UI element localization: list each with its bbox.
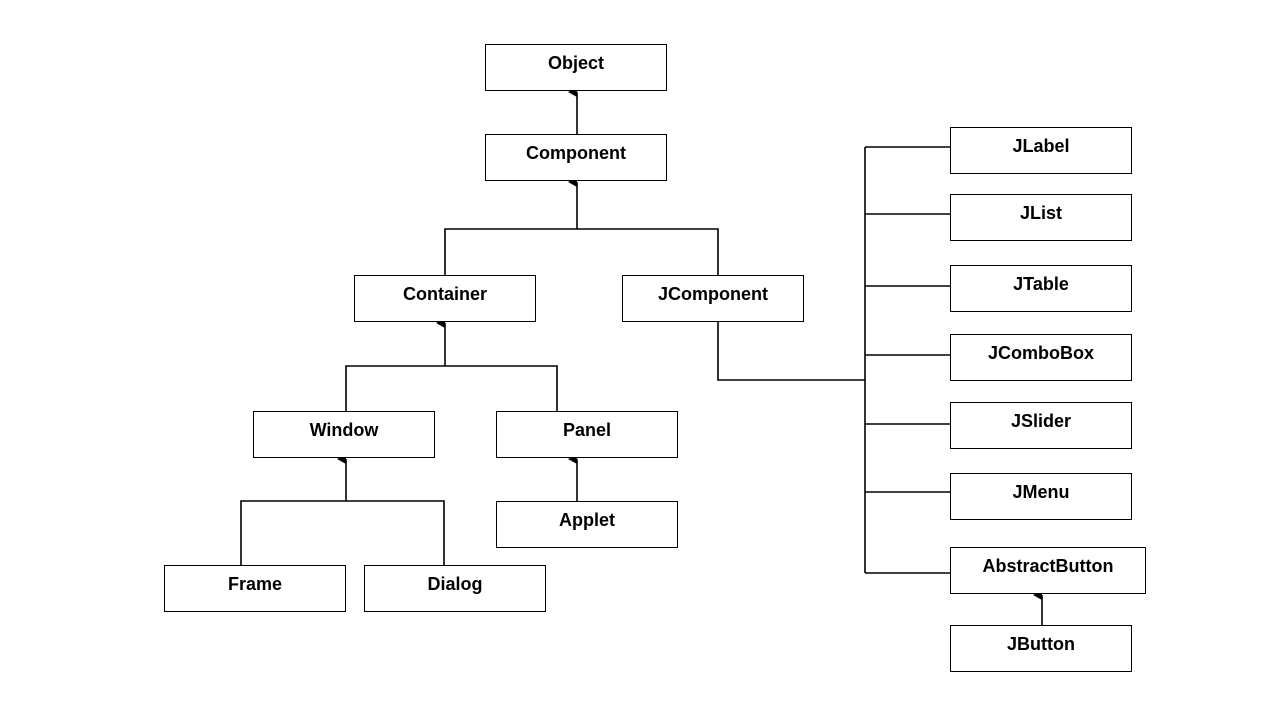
node-label: JComponent bbox=[658, 283, 768, 304]
node-label: JLabel bbox=[1012, 135, 1070, 156]
node-object: Object bbox=[485, 44, 667, 91]
node-label: JMenu bbox=[1012, 481, 1070, 502]
node-jbutton: JButton bbox=[950, 625, 1132, 672]
node-jtable: JTable bbox=[950, 265, 1132, 312]
node-label: Applet bbox=[559, 509, 615, 530]
node-label: JComboBox bbox=[987, 342, 1094, 363]
node-abstractbutton: AbstractButton bbox=[950, 547, 1146, 594]
edge-container-jcomponent-bracket bbox=[444, 228, 719, 275]
node-jlist: JList bbox=[950, 194, 1132, 241]
node-jcombobox: JComboBox bbox=[950, 334, 1132, 381]
node-label: JSlider bbox=[1010, 410, 1072, 431]
node-jslider: JSlider bbox=[950, 402, 1132, 449]
node-label: JList bbox=[1019, 202, 1062, 223]
node-frame: Frame bbox=[164, 565, 346, 612]
node-jmenu: JMenu bbox=[950, 473, 1132, 520]
edge-frame-dialog-bracket bbox=[240, 500, 445, 565]
node-label: AbstractButton bbox=[982, 555, 1114, 576]
node-panel: Panel bbox=[496, 411, 678, 458]
node-dialog: Dialog bbox=[364, 565, 546, 612]
edge-jcomponent-bus bbox=[717, 322, 865, 381]
node-label: Component bbox=[526, 142, 626, 163]
node-label: Panel bbox=[562, 419, 612, 440]
node-jlabel: JLabel bbox=[950, 127, 1132, 174]
node-container: Container bbox=[354, 275, 536, 322]
node-label: Container bbox=[402, 283, 487, 304]
node-window: Window bbox=[253, 411, 435, 458]
node-label: Frame bbox=[227, 573, 283, 594]
node-label: JTable bbox=[1013, 273, 1069, 294]
node-component: Component bbox=[485, 134, 667, 181]
node-label: Window bbox=[309, 419, 379, 440]
node-label: Object bbox=[547, 52, 604, 73]
node-label: JButton bbox=[1007, 633, 1075, 654]
edge-window-panel-bracket bbox=[345, 365, 558, 411]
node-applet: Applet bbox=[496, 501, 678, 548]
node-jcomponent: JComponent bbox=[622, 275, 804, 322]
node-label: Dialog bbox=[427, 573, 483, 594]
